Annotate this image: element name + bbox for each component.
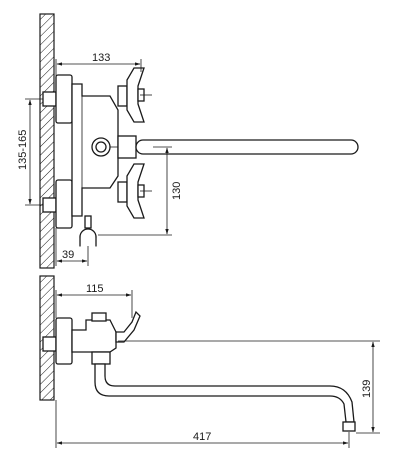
- top-spout-block: [117, 135, 137, 159]
- top-diverter-knob: [91, 137, 118, 157]
- top-eccentric-lower: [55, 179, 73, 229]
- top-dim-39-label: 39: [62, 249, 74, 261]
- top-wall-mount-upper: [42, 91, 57, 107]
- top-eccentric-upper: [55, 74, 73, 124]
- bottom-dim-139-label: 139: [361, 380, 373, 398]
- bottom-eccentric: [55, 317, 73, 365]
- bottom-cap: [91, 312, 107, 322]
- bottom-swivel-nut: [91, 351, 111, 365]
- top-spout-pipe: [135, 139, 359, 155]
- top-wall: [39, 13, 55, 269]
- bottom-wall-mount: [42, 336, 57, 352]
- bottom-dim-417-label: 417: [193, 431, 211, 443]
- bottom-view: 115 139 417: [39, 275, 380, 448]
- top-dim-135-165-label: 135-165: [17, 130, 29, 170]
- top-dim-133-label: 133: [92, 52, 110, 64]
- top-view: 133 135-165 130 39: [17, 13, 359, 269]
- top-dim-130-label: 130: [171, 182, 183, 200]
- top-handle-upper: [117, 67, 152, 123]
- bottom-spout-aerator: [342, 421, 356, 432]
- bottom-dim-115-label: 115: [86, 283, 104, 295]
- top-wall-mount-lower: [42, 197, 57, 213]
- bottom-spout: [94, 363, 355, 423]
- bottom-valve-body: [71, 319, 117, 353]
- top-shower-hook: [79, 215, 97, 247]
- bottom-diverter-lever: [115, 310, 141, 343]
- top-handle-lower: [117, 163, 152, 219]
